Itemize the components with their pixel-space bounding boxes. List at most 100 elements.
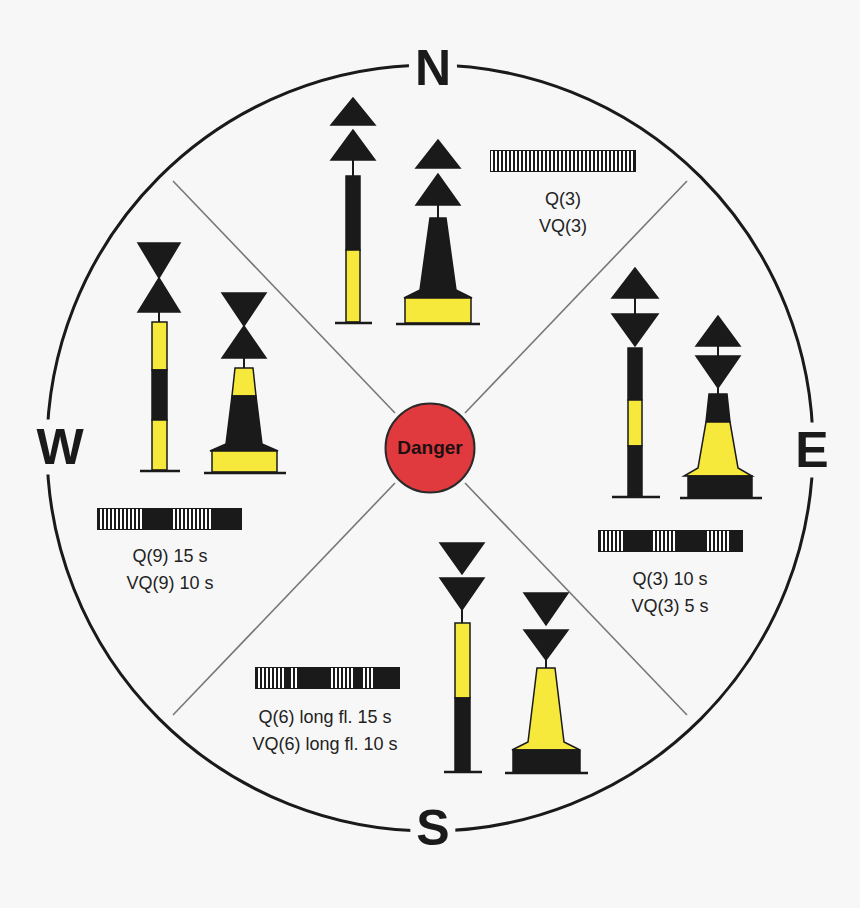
flash-stripe <box>266 668 268 688</box>
flash-stripe <box>339 668 341 688</box>
compass-direction: N <box>409 41 457 96</box>
flash-stripe <box>201 509 203 529</box>
flash-stripe <box>621 531 623 551</box>
flash-stripe <box>575 151 577 171</box>
flash-stripe <box>527 151 529 171</box>
flash-stripe <box>104 509 106 529</box>
flash-stripe <box>367 668 369 688</box>
flash-stripe <box>571 151 573 171</box>
flash-stripe <box>291 668 293 688</box>
flash-stripe <box>295 668 297 688</box>
flash-stripe <box>262 668 264 688</box>
flash-stripe <box>723 531 725 551</box>
flash-stripe <box>274 668 276 688</box>
west-spar-buoy <box>138 243 180 471</box>
compass-direction: S <box>410 801 455 856</box>
flash-stripe <box>347 668 349 688</box>
rhythm-bar <box>598 530 743 552</box>
flash-stripe <box>627 151 629 171</box>
flash-stripe <box>128 509 130 529</box>
flash-stripe <box>511 151 513 171</box>
light-characteristic: VQ(3) 5 s <box>631 597 708 617</box>
flash-stripe <box>116 509 118 529</box>
flash-stripe <box>173 509 175 529</box>
flash-stripe <box>503 151 505 171</box>
flash-stripe <box>587 151 589 171</box>
flash-stripe <box>278 668 280 688</box>
flash-stripe <box>661 531 663 551</box>
flash-stripe <box>519 151 521 171</box>
flash-stripe <box>491 151 493 171</box>
south-spar-buoy <box>440 543 484 772</box>
danger-circle: Danger <box>384 402 476 494</box>
flash-stripe <box>197 509 199 529</box>
flash-stripe <box>599 151 601 171</box>
flash-stripe <box>205 509 207 529</box>
north-spar-buoy <box>331 98 375 323</box>
compass-direction: E <box>789 423 834 478</box>
flash-stripe <box>563 151 565 171</box>
flash-stripe <box>665 531 667 551</box>
light-characteristic: VQ(6) long fl. 10 s <box>252 735 397 755</box>
flash-stripe <box>523 151 525 171</box>
flash-stripe <box>282 668 284 688</box>
flash-stripe <box>539 151 541 171</box>
flash-stripe <box>583 151 585 171</box>
compass-ring <box>47 65 813 831</box>
east-pillar-buoy <box>680 316 762 498</box>
flash-stripe <box>343 668 345 688</box>
east-spar-buoy <box>612 268 660 497</box>
node-label: Danger <box>397 437 462 459</box>
compass-direction: W <box>30 420 89 475</box>
flash-stripe <box>351 668 353 688</box>
flash-stripe <box>189 509 191 529</box>
flash-stripe <box>559 151 561 171</box>
flash-stripe <box>132 509 134 529</box>
flash-stripe <box>653 531 655 551</box>
flash-stripe <box>555 151 557 171</box>
flash-stripe <box>631 151 633 171</box>
flash-stripe <box>124 509 126 529</box>
flash-stripe <box>617 531 619 551</box>
flash-stripe <box>515 151 517 171</box>
flash-stripe <box>579 151 581 171</box>
west-pillar-buoy <box>204 293 286 473</box>
flash-stripe <box>711 531 713 551</box>
flash-stripe <box>193 509 195 529</box>
flash-stripe <box>567 151 569 171</box>
flash-stripe <box>209 509 211 529</box>
rhythm-bar <box>255 667 400 689</box>
flash-stripe <box>335 668 337 688</box>
flash-stripe <box>258 668 260 688</box>
flash-stripe <box>181 509 183 529</box>
light-characteristic: Q(9) 15 s <box>132 547 207 567</box>
flash-stripe <box>603 151 605 171</box>
south-pillar-buoy <box>505 593 588 773</box>
flash-stripe <box>177 509 179 529</box>
flash-stripe <box>371 668 373 688</box>
north-pillar-buoy <box>396 140 480 324</box>
rhythm-bar <box>490 150 636 172</box>
flash-stripe <box>112 509 114 529</box>
flash-stripe <box>108 509 110 529</box>
light-characteristic: Q(6) long fl. 15 s <box>258 708 391 728</box>
flash-stripe <box>543 151 545 171</box>
light-characteristic: VQ(3) <box>539 217 587 237</box>
flash-stripe <box>495 151 497 171</box>
flash-stripe <box>120 509 122 529</box>
light-characteristic: Q(3) <box>545 190 581 210</box>
light-rhythm-bars <box>97 150 743 689</box>
flash-stripe <box>136 509 138 529</box>
flash-stripe <box>270 668 272 688</box>
flash-stripe <box>673 531 675 551</box>
flash-stripe <box>363 668 365 688</box>
flash-stripe <box>669 531 671 551</box>
flash-stripe <box>719 531 721 551</box>
flash-stripe <box>507 151 509 171</box>
flash-stripe <box>611 151 613 171</box>
flash-stripe <box>551 151 553 171</box>
flash-stripe <box>613 531 615 551</box>
flash-stripe <box>531 151 533 171</box>
light-characteristic: VQ(9) 10 s <box>126 574 213 594</box>
